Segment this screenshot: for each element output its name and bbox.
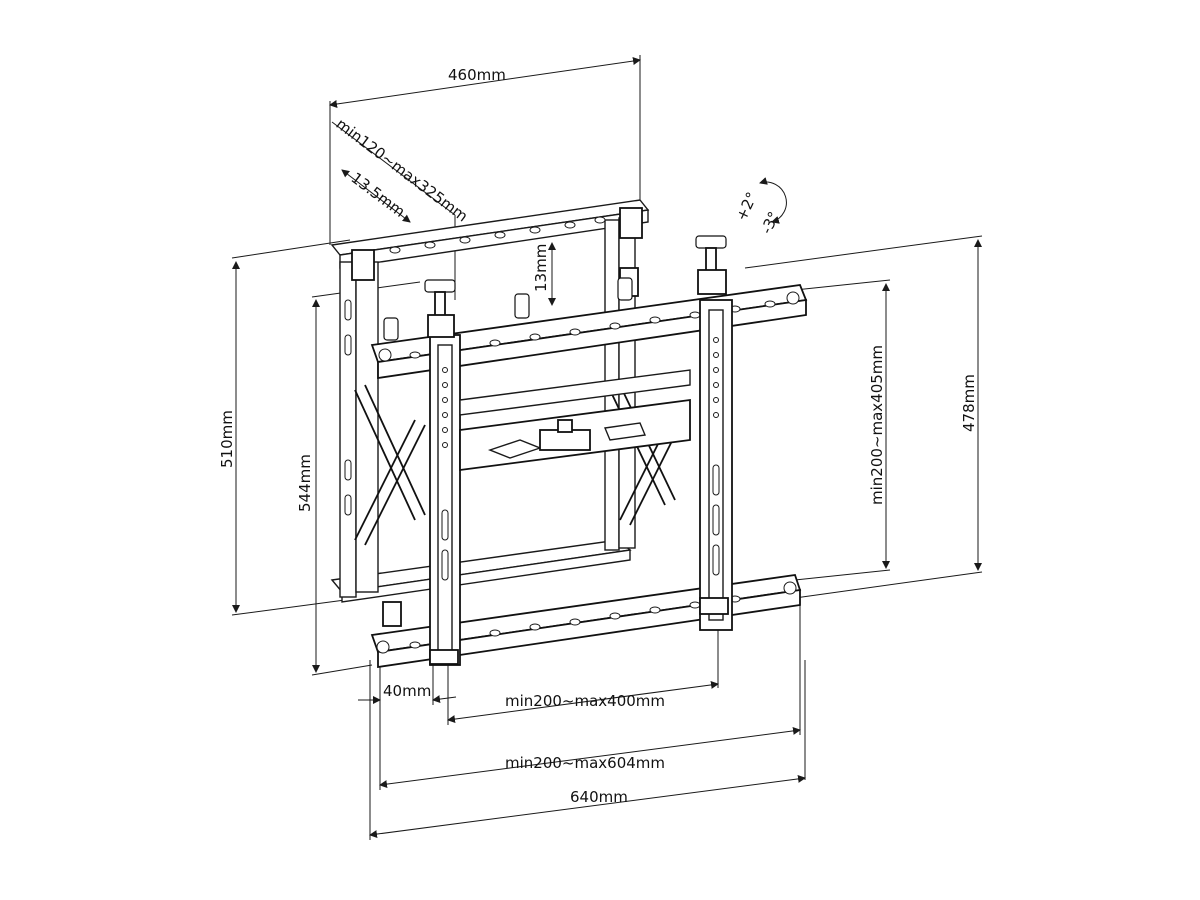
label-top-width: 460mm — [448, 66, 506, 84]
label-vesa-vertical: min200~max405mm — [868, 345, 886, 505]
tv-bracket — [370, 235, 808, 669]
label-bottom-width: 640mm — [570, 788, 628, 806]
label-left-height: 510mm — [218, 410, 236, 468]
label-vesa-400: min200~max400mm — [505, 692, 665, 710]
label-tilt-plus: +2° — [732, 189, 761, 223]
label-gap-13: 13mm — [532, 244, 550, 292]
label-right-height: 478mm — [960, 374, 978, 432]
dimension-lines — [231, 55, 983, 840]
label-inner-height: 544mm — [296, 454, 314, 512]
label-vesa-604: min200~max604mm — [505, 754, 665, 772]
label-tilt-minus: -3° — [757, 209, 783, 237]
label-offset-40: 40mm — [383, 682, 431, 700]
